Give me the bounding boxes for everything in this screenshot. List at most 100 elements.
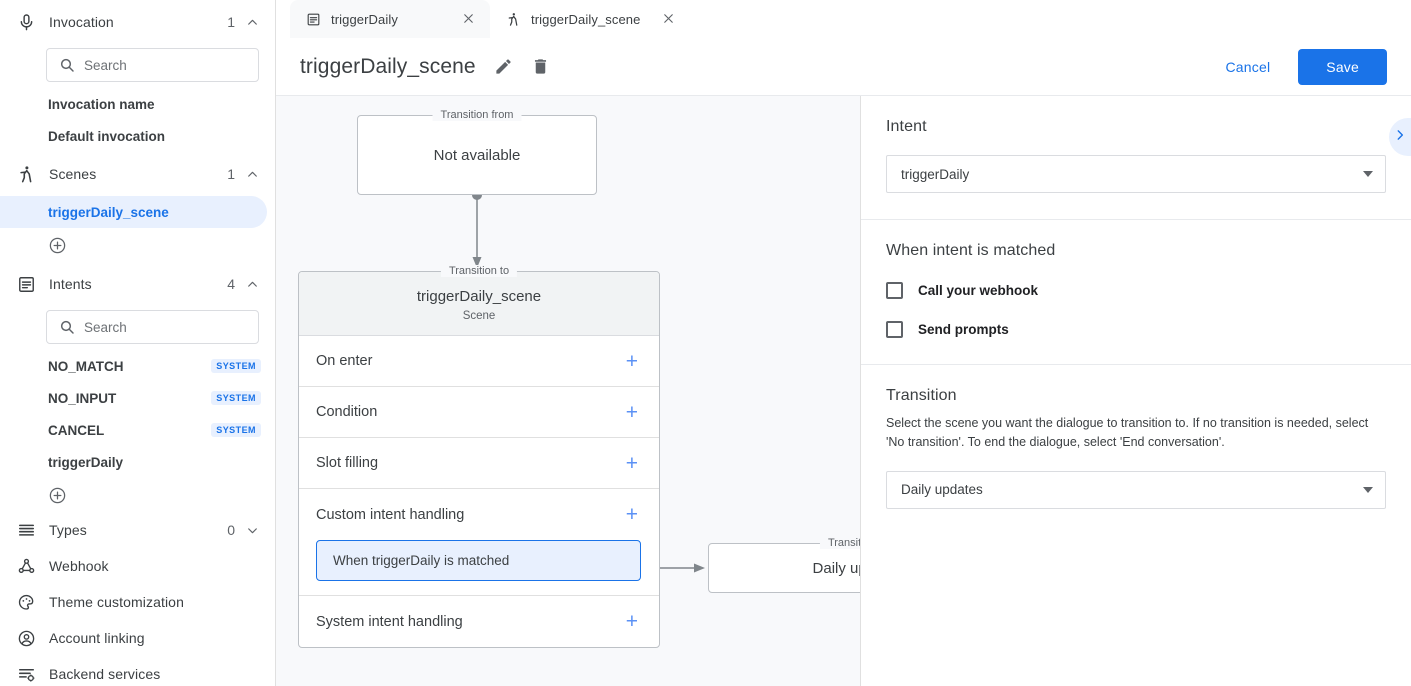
sidebar-group-intents[interactable]: Intents 4 xyxy=(0,262,275,306)
add-intent-row xyxy=(0,478,275,512)
save-button[interactable]: Save xyxy=(1298,48,1387,85)
sidebar-item-backend-services[interactable]: Backend services xyxy=(0,656,275,686)
pencil-icon[interactable] xyxy=(494,57,513,76)
add-scene-row xyxy=(0,228,275,262)
details-panel: Intent triggerDaily When intent is match… xyxy=(860,96,1411,686)
transition-heading: Transition xyxy=(886,387,957,404)
close-icon[interactable] xyxy=(661,11,677,27)
scene-row-custom-intent-handling[interactable]: Custom intent handling + xyxy=(299,489,659,540)
scene-tab-icon xyxy=(506,12,521,27)
chevron-right-icon xyxy=(1393,128,1407,147)
checkbox-label: Send prompts xyxy=(918,322,1009,337)
intent-heading: Intent xyxy=(886,118,927,135)
scene-row-on-enter[interactable]: On enter + xyxy=(299,336,659,387)
sidebar-group-scenes[interactable]: Scenes 1 xyxy=(0,152,275,196)
sidebar-item-label: Default invocation xyxy=(48,128,166,144)
sidebar-item-label: Theme customization xyxy=(49,594,184,610)
status-badge: SYSTEM xyxy=(211,391,261,405)
intent-tab-icon xyxy=(306,12,321,27)
send-prompts-checkbox-row[interactable]: Send prompts xyxy=(886,321,1386,338)
intents-search-box[interactable] xyxy=(46,310,259,344)
intent-select[interactable]: triggerDaily xyxy=(886,155,1386,193)
sidebar-item-triggerdaily-scene[interactable]: triggerDaily_scene xyxy=(0,196,267,228)
sidebar-item-triggerdaily[interactable]: triggerDaily xyxy=(0,446,275,478)
sidebar-group-count: 1 xyxy=(227,14,235,30)
sidebar-item-label: Webhook xyxy=(49,558,109,574)
scene-node-subtitle: Scene xyxy=(462,310,496,322)
transition-from-legend: Transition from xyxy=(432,109,522,121)
chevron-up-icon xyxy=(245,277,259,291)
add-icon[interactable]: + xyxy=(625,503,638,526)
sidebar-item-label: Types xyxy=(49,522,87,538)
sidebar-item-cancel[interactable]: CANCEL SYSTEM xyxy=(0,414,275,446)
when-intent-matched-section: When intent is matched Call your webhook… xyxy=(861,220,1411,365)
scene-node-name: triggerDaily_scene xyxy=(416,288,542,305)
tab-label: triggerDaily xyxy=(331,11,398,27)
sidebar-item-types[interactable]: Types 0 xyxy=(0,512,275,548)
sidebar-group-label: Intents xyxy=(49,276,92,292)
body-split: Transition from Not available Transition… xyxy=(276,96,1411,686)
scene-node: Transition to triggerDaily_scene Scene O… xyxy=(298,265,660,648)
account-icon xyxy=(14,626,38,650)
intents-search-input[interactable] xyxy=(84,319,246,335)
status-badge: SYSTEM xyxy=(211,423,261,437)
sidebar-item-count: 0 xyxy=(227,522,235,538)
call-your-webhook-checkbox[interactable] xyxy=(886,282,903,299)
scene-row-system-intent-handling[interactable]: System intent handling + xyxy=(299,596,659,647)
transition-to-legend: Transition to xyxy=(440,265,518,277)
transition-from-value: Not available xyxy=(433,146,521,164)
send-prompts-checkbox[interactable] xyxy=(886,321,903,338)
intent-select-value: triggerDaily xyxy=(901,166,970,182)
cancel-button[interactable]: Cancel xyxy=(1210,50,1287,84)
transition-target-node[interactable]: Transition to Daily updates xyxy=(708,537,860,593)
panel-expand-button[interactable] xyxy=(1389,118,1411,156)
chevron-down-icon xyxy=(245,523,259,537)
scene-row-condition[interactable]: Condition + xyxy=(299,387,659,438)
sidebar-item-webhook[interactable]: Webhook xyxy=(0,548,275,584)
sidebar-item-label: triggerDaily xyxy=(48,454,124,470)
sidebar-item-invocation-name[interactable]: Invocation name xyxy=(0,88,275,120)
chevron-up-icon xyxy=(245,15,259,29)
intent-handler-chip[interactable]: When triggerDaily is matched xyxy=(316,540,641,581)
when-intent-matched-heading: When intent is matched xyxy=(886,242,1056,259)
chevron-up-icon xyxy=(245,167,259,181)
sidebar-item-account-linking[interactable]: Account linking xyxy=(0,620,275,656)
transition-from-node[interactable]: Transition from Not available xyxy=(357,109,597,195)
tab-triggerdaily-scene[interactable]: triggerDaily_scene xyxy=(490,0,690,38)
transition-description: Select the scene you want the dialogue t… xyxy=(886,416,1369,449)
title-bar: triggerDaily_scene Cancel Save xyxy=(276,38,1411,96)
main-content: triggerDaily triggerDaily_scene xyxy=(276,0,1411,686)
trash-icon[interactable] xyxy=(531,57,550,76)
checkbox-label: Call your webhook xyxy=(918,283,1039,298)
scene-row-slot-filling[interactable]: Slot filling + xyxy=(299,438,659,489)
add-icon[interactable]: + xyxy=(625,349,638,373)
sidebar-item-no-match[interactable]: NO_MATCH SYSTEM xyxy=(0,350,275,382)
scene-row-label: Slot filling xyxy=(316,455,379,471)
tabstrip: triggerDaily triggerDaily_scene xyxy=(276,0,1411,38)
transition-select-value: Daily updates xyxy=(901,482,983,497)
sidebar-item-default-invocation[interactable]: Default invocation xyxy=(0,120,275,152)
add-scene-icon[interactable] xyxy=(48,236,67,255)
add-intent-icon[interactable] xyxy=(48,486,67,505)
add-icon[interactable]: + xyxy=(625,400,638,424)
webhook-icon xyxy=(14,554,38,578)
close-icon[interactable] xyxy=(461,11,477,27)
add-icon[interactable]: + xyxy=(625,451,638,475)
transition-select[interactable]: Daily updates xyxy=(886,470,1386,509)
invocation-search-input[interactable] xyxy=(84,57,246,73)
chevron-down-icon xyxy=(1363,171,1373,177)
tab-triggerdaily[interactable]: triggerDaily xyxy=(290,0,490,38)
sidebar-group-label: Scenes xyxy=(49,166,97,182)
call-your-webhook-checkbox-row[interactable]: Call your webhook xyxy=(886,282,1386,299)
add-icon[interactable]: + xyxy=(625,610,638,633)
invocation-search-box[interactable] xyxy=(46,48,259,82)
transition-target-value: Daily updates xyxy=(812,559,860,577)
custom-intent-handlers: When triggerDaily is matched xyxy=(299,540,659,596)
intents-icon xyxy=(14,272,38,296)
sidebar-item-no-input[interactable]: NO_INPUT SYSTEM xyxy=(0,382,275,414)
sidebar-group-invocation[interactable]: Invocation 1 xyxy=(0,0,275,44)
sidebar-item-theme-customization[interactable]: Theme customization xyxy=(0,584,275,620)
search-icon xyxy=(59,57,75,73)
scene-graph-canvas[interactable]: Transition from Not available Transition… xyxy=(276,96,860,686)
